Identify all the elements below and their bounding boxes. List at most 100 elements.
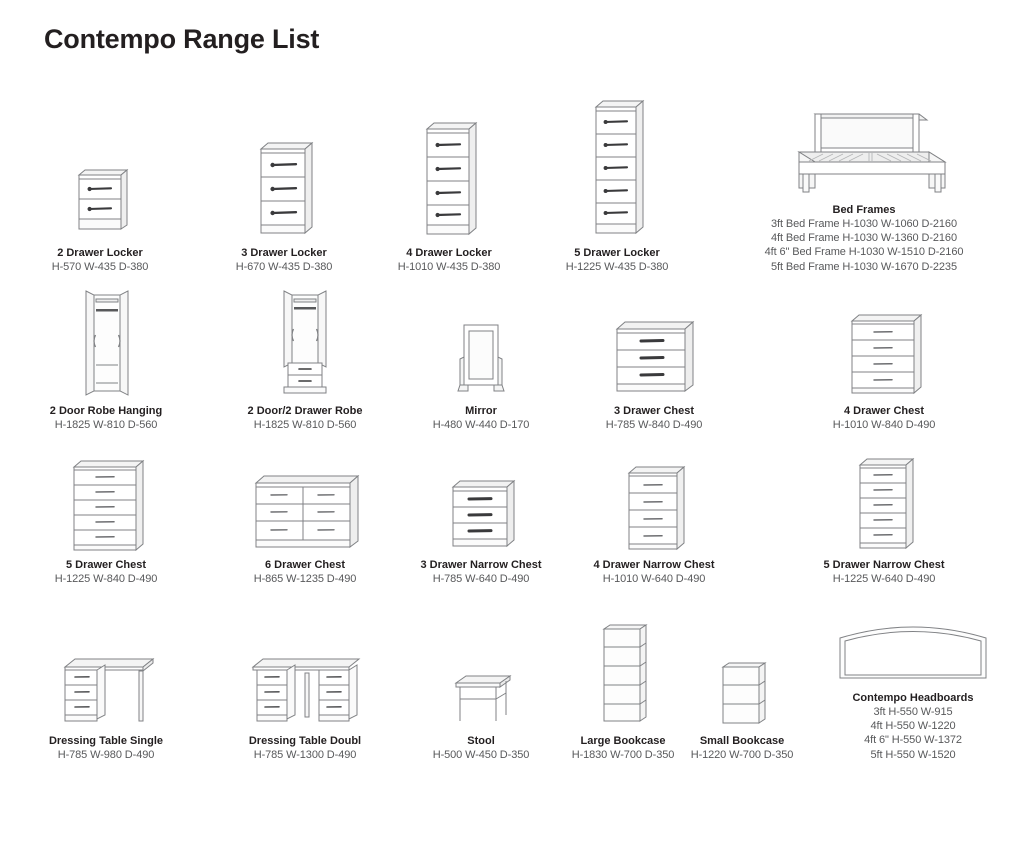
item-5-drawer-narrow-chest[interactable]: 5 Drawer Narrow Chest H-1225 W-640 D-490 <box>744 453 1024 586</box>
item-name: Large Bookcase <box>580 734 666 747</box>
range-row: Dressing Table Single H-785 W-980 D-490 <box>0 592 1024 762</box>
range-row: 5 Drawer Chest H-1225 W-840 D-490 <box>0 438 1024 586</box>
item-name: 3 Drawer Chest <box>613 404 695 417</box>
item-specs: H-785 W-840 D-490 <box>606 418 703 432</box>
item-name: Dressing Table Doubl <box>248 734 362 747</box>
spec-line: H-785 W-1300 D-490 <box>253 748 357 761</box>
item-specs: H-570 W-435 D-380 <box>52 260 149 274</box>
item-dressing-table-single[interactable]: Dressing Table Single H-785 W-980 D-490 <box>0 639 212 762</box>
item-name: Contempo Headboards <box>852 691 974 704</box>
item-bed-frames[interactable]: Bed Frames 3ft Bed Frame H-1030 W-1060 D… <box>704 108 1024 274</box>
locker-2-drawing <box>4 159 196 239</box>
item-stool[interactable]: Stool H-500 W-450 D-350 <box>398 639 564 762</box>
spec-line: H-1225 W-640 D-490 <box>832 572 936 585</box>
spec-line: H-1225 W-840 D-490 <box>54 572 158 585</box>
robe-hanging-drawing <box>4 287 208 397</box>
spec-line: H-785 W-980 D-490 <box>57 748 155 761</box>
item-3-drawer-chest[interactable]: 3 Drawer Chest H-785 W-840 D-490 <box>564 315 744 432</box>
spec-line: 5ft H-550 W-1520 <box>870 748 956 761</box>
spec-line: H-785 W-640 D-490 <box>432 572 530 585</box>
dressing-single-drawing <box>4 653 208 727</box>
item-2-drawer-locker[interactable]: 2 Drawer Locker H-570 W-435 D-380 <box>0 159 200 274</box>
spec-line: 4ft 6" H-550 W-1372 <box>864 734 962 747</box>
item-specs: H-480 W-440 D-170 <box>433 418 530 432</box>
item-5-drawer-chest[interactable]: 5 Drawer Chest H-1225 W-840 D-490 <box>0 455 212 586</box>
item-6-drawer-chest[interactable]: 6 Drawer Chest H-865 W-1235 D-490 <box>212 465 398 586</box>
spec-line: H-1830 W-700 D-350 <box>571 748 675 761</box>
item-specs: 3ft Bed Frame H-1030 W-1060 D-2160 4ft B… <box>765 217 964 274</box>
bookcase-small-drawing <box>686 659 798 727</box>
item-5-drawer-locker[interactable]: 5 Drawer Locker H-1225 W-435 D-380 <box>530 89 704 274</box>
item-specs: H-500 W-450 D-350 <box>433 748 530 762</box>
spec-line: 3ft H-550 W-915 <box>873 705 953 718</box>
item-name: 2 Drawer Locker <box>57 246 143 259</box>
item-name: 3 Drawer Locker <box>241 246 327 259</box>
chest-3-drawing <box>568 315 740 397</box>
item-small-bookcase[interactable]: Small Bookcase H-1220 W-700 D-350 <box>682 621 802 762</box>
item-name: 4 Drawer Chest <box>843 404 925 417</box>
spec-line: H-1010 W-840 D-490 <box>832 418 936 431</box>
item-specs: H-1225 W-840 D-490 <box>55 572 158 586</box>
item-specs: H-1825 W-810 D-560 <box>254 418 357 432</box>
locker-4-drawing <box>372 111 526 239</box>
robe-drawer-drawing <box>216 287 394 397</box>
item-name: 5 Drawer Narrow Chest <box>823 558 945 571</box>
item-name: 4 Drawer Locker <box>406 246 492 259</box>
spec-line: H-1010 W-435 D-380 <box>397 260 501 273</box>
chest-4-drawing <box>748 307 1020 397</box>
item-specs: H-865 W-1235 D-490 <box>254 572 357 586</box>
range-catalog: 2 Drawer Locker H-570 W-435 D-380 <box>0 96 1024 762</box>
spec-line: H-1010 W-640 D-490 <box>602 572 706 585</box>
range-row: 2 Door Robe Hanging H-1825 W-810 D-560 <box>0 282 1024 432</box>
item-name: 5 Drawer Locker <box>574 246 660 259</box>
item-specs: H-1010 W-840 D-490 <box>833 418 936 432</box>
item-specs: H-1825 W-810 D-560 <box>55 418 158 432</box>
headboard-drawing <box>806 618 1020 684</box>
spec-line: H-1225 W-435 D-380 <box>565 260 669 273</box>
mirror-drawing <box>402 305 560 397</box>
item-specs: H-670 W-435 D-380 <box>236 260 333 274</box>
item-name: Stool <box>467 734 495 747</box>
item-name: 2 Door/2 Drawer Robe <box>247 404 363 417</box>
item-4-drawer-chest[interactable]: 4 Drawer Chest H-1010 W-840 D-490 <box>744 307 1024 432</box>
bed-frame-drawing <box>708 108 1020 196</box>
item-name: Small Bookcase <box>699 734 785 747</box>
bookcase-large-drawing <box>568 621 678 727</box>
item-2-door-2-drawer-robe[interactable]: 2 Door/2 Drawer Robe H-1825 W-810 D-560 <box>212 287 398 432</box>
narrow-chest-4-drawing <box>568 459 740 551</box>
spec-line: 4ft Bed Frame H-1030 W-1360 D-2160 <box>771 232 957 245</box>
item-specs: H-785 W-980 D-490 <box>58 748 155 762</box>
item-contempo-headboards[interactable]: Contempo Headboards 3ft H-550 W-915 4ft … <box>802 602 1024 762</box>
item-name: 3 Drawer Narrow Chest <box>420 558 542 571</box>
item-4-drawer-locker[interactable]: 4 Drawer Locker H-1010 W-435 D-380 <box>368 111 530 274</box>
locker-3-drawing <box>204 131 364 239</box>
item-specs: H-1220 W-700 D-350 <box>691 748 794 762</box>
spec-line: 4ft H-550 W-1220 <box>870 720 956 733</box>
item-mirror[interactable]: Mirror H-480 W-440 D-170 <box>398 305 564 432</box>
item-2-door-robe-hanging[interactable]: 2 Door Robe Hanging H-1825 W-810 D-560 <box>0 287 212 432</box>
item-specs: H-785 W-640 D-490 <box>433 572 530 586</box>
item-name: Dressing Table Single <box>48 734 164 747</box>
range-row: 2 Drawer Locker H-570 W-435 D-380 <box>0 96 1024 274</box>
item-specs: H-1010 W-640 D-490 <box>603 572 706 586</box>
item-large-bookcase[interactable]: Large Bookcase H-1830 W-700 D-350 <box>564 621 682 762</box>
spec-line: 4ft 6" Bed Frame H-1030 W-1510 D-2160 <box>764 246 964 259</box>
spec-line: H-1825 W-810 D-560 <box>253 418 357 431</box>
dressing-double-drawing <box>216 653 394 727</box>
item-name: 2 Door Robe Hanging <box>49 404 163 417</box>
spec-line: H-1220 W-700 D-350 <box>690 748 794 761</box>
item-dressing-table-double[interactable]: Dressing Table Doubl H-785 W-1300 D-490 <box>212 639 398 762</box>
item-name: 5 Drawer Chest <box>65 558 147 571</box>
chest-6-drawing <box>216 465 394 551</box>
spec-line: H-865 W-1235 D-490 <box>253 572 357 585</box>
item-specs: 3ft H-550 W-915 4ft H-550 W-1220 4ft 6" … <box>864 705 962 762</box>
item-4-drawer-narrow-chest[interactable]: 4 Drawer Narrow Chest H-1010 W-640 D-490 <box>564 459 744 586</box>
item-3-drawer-narrow-chest[interactable]: 3 Drawer Narrow Chest H-785 W-640 D-490 <box>398 471 564 586</box>
item-specs: H-1225 W-640 D-490 <box>833 572 936 586</box>
narrow-chest-3-drawing <box>402 471 560 551</box>
page-title: Contempo Range List <box>44 24 320 54</box>
item-3-drawer-locker[interactable]: 3 Drawer Locker H-670 W-435 D-380 <box>200 131 368 274</box>
item-name: 6 Drawer Chest <box>264 558 346 571</box>
spec-line: 3ft Bed Frame H-1030 W-1060 D-2160 <box>771 217 957 230</box>
chest-5-drawing <box>4 455 208 551</box>
